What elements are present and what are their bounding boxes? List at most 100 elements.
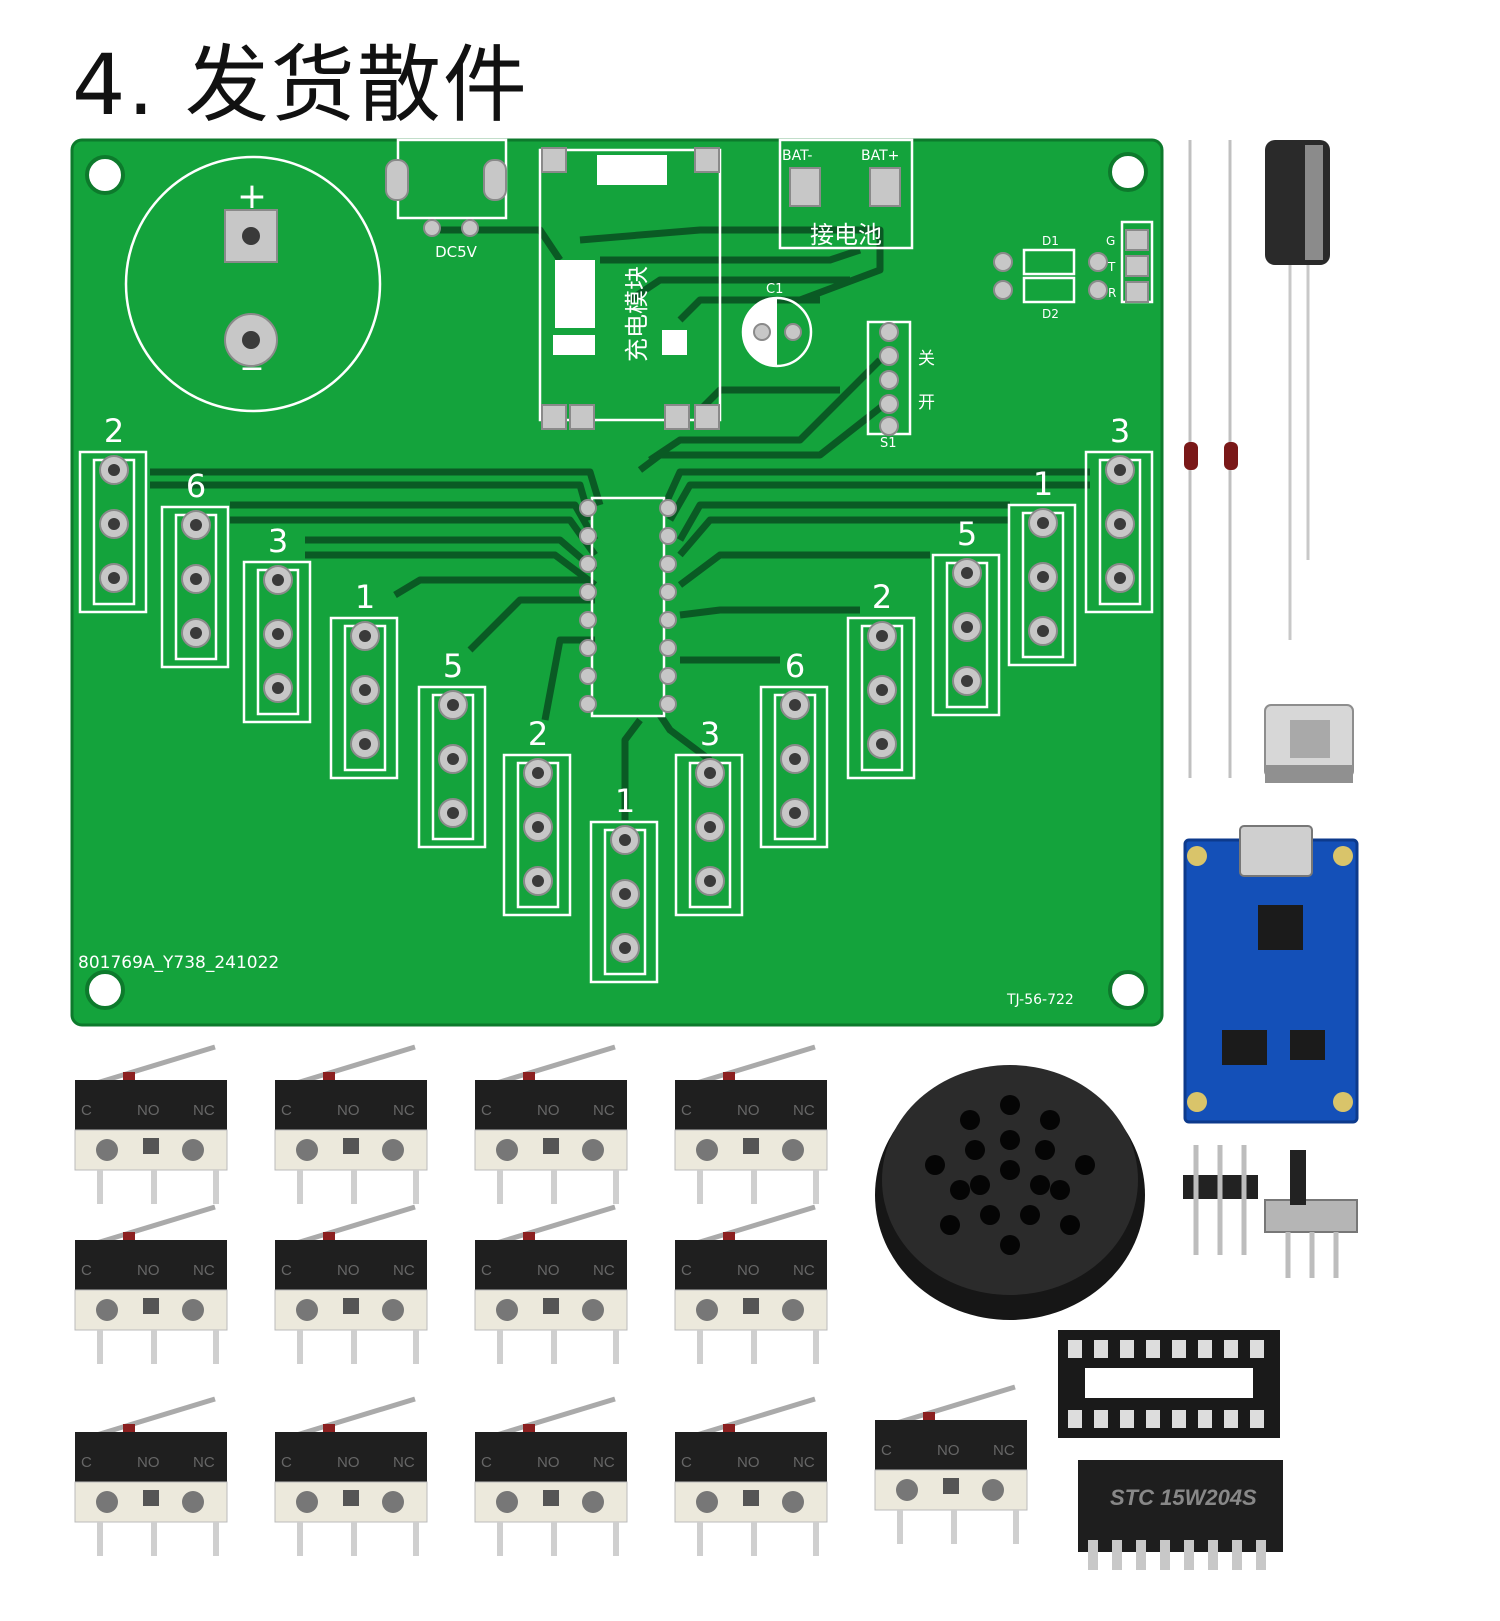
bat-minus-label: BAT- [782, 148, 812, 164]
switch-terminal-label: NO [537, 1454, 560, 1471]
speaker-hole [940, 1215, 960, 1235]
on-label: 开 [918, 393, 935, 413]
key-number-label: 2 [104, 412, 124, 450]
mounting-holes [85, 152, 1148, 1010]
switch-terminal-label: NC [793, 1102, 815, 1119]
r-label: R [1108, 286, 1116, 300]
c1-footprint: C1 [741, 282, 813, 368]
ic-pad [659, 583, 677, 601]
speaker-hole [1040, 1110, 1060, 1130]
micro-switch: C NO NC [74, 1044, 228, 1204]
switch-terminal-label: C [81, 1262, 92, 1279]
key-number-label: 5 [443, 647, 463, 685]
switch-terminal-label: NO [337, 1262, 360, 1279]
switch-terminal-label: NC [593, 1262, 615, 1279]
ic-pad [659, 555, 677, 573]
switch-terminal-label: NO [737, 1102, 760, 1119]
ic-pad [579, 667, 597, 685]
switch-terminal-label: NC [393, 1102, 415, 1119]
speaker-hole [1000, 1235, 1020, 1255]
switch-terminal-label: NO [737, 1262, 760, 1279]
switch-terminal-label: NO [137, 1262, 160, 1279]
speaker-hole [970, 1175, 990, 1195]
speaker-hole [1030, 1175, 1050, 1195]
charging-module-footprint: 充电模块 [538, 147, 722, 430]
speaker [875, 1065, 1145, 1320]
switch-terminal-label: C [481, 1454, 492, 1471]
switch-terminal-label: C [481, 1102, 492, 1119]
ic-footprint [579, 496, 677, 718]
stc-chip: STC 15W204S [1078, 1460, 1283, 1570]
speaker-hole [1060, 1215, 1080, 1235]
t-label: T [1107, 260, 1116, 274]
charging-module-board [1183, 825, 1359, 1124]
key-number-label: 5 [957, 515, 977, 553]
switch-terminal-label: NC [193, 1262, 215, 1279]
switch-terminal-label: NO [537, 1102, 560, 1119]
switch-terminal-label: NC [593, 1102, 615, 1119]
key-number-label: 1 [615, 782, 635, 820]
page-title: 4. 发货散件 [72, 36, 529, 134]
battery-minus-label: − [239, 351, 264, 386]
ic-pad [579, 499, 597, 517]
usb-c-connector [1264, 704, 1354, 783]
board-code-right: TJ-56-722 [1006, 992, 1074, 1008]
key-number-label: 6 [785, 647, 805, 685]
switch-terminal-label: C [481, 1262, 492, 1279]
key-number-label: 1 [1033, 465, 1053, 503]
speaker-hole [1000, 1095, 1020, 1115]
key-footprint: 5 [417, 647, 487, 849]
g-label: G [1106, 234, 1115, 248]
module-label: 充电模块 [623, 266, 651, 362]
switch-terminal-label: NO [137, 1102, 160, 1119]
key-footprint: 1 [1007, 465, 1077, 667]
switch-terminal-label: C [81, 1102, 92, 1119]
switch-terminal-label: NO [337, 1454, 360, 1471]
electrolytic-capacitor [1265, 140, 1330, 640]
switch-terminal-label: NO [737, 1454, 760, 1471]
switch-terminal-label: NO [337, 1102, 360, 1119]
battery-holder-footprint: + − [124, 155, 382, 413]
ic-pad [579, 583, 597, 601]
key-number-label: 3 [700, 715, 720, 753]
ic-pad [579, 639, 597, 657]
ic-pad [579, 611, 597, 629]
ic-pad [659, 695, 677, 713]
micro-switch: C NO NC [474, 1396, 628, 1556]
bat-plus-label: BAT+ [861, 148, 899, 164]
c1-label: C1 [766, 282, 783, 297]
ic-pad [579, 695, 597, 713]
key-number-label: 6 [186, 467, 206, 505]
switch-terminal-label: C [281, 1454, 292, 1471]
speaker-hole [1000, 1130, 1020, 1150]
key-footprint: 3 [1084, 412, 1154, 614]
key-footprint: 3 [242, 522, 312, 724]
switch-terminal-label: NC [393, 1454, 415, 1471]
speaker-hole [950, 1180, 970, 1200]
key-number-label: 2 [872, 578, 892, 616]
switch-terminal-label: NC [193, 1454, 215, 1471]
switch-terminal-label: NO [537, 1262, 560, 1279]
ic-pad [659, 639, 677, 657]
pcb-board: + − DC5V 充电模块 [70, 138, 1164, 1027]
key-number-label: 2 [528, 715, 548, 753]
key-footprint: 1 [329, 578, 399, 780]
speaker-hole [960, 1110, 980, 1130]
micro-switch: C NO NC [474, 1044, 628, 1204]
ic-pad [579, 527, 597, 545]
key-footprint: 6 [759, 647, 829, 849]
off-label: 关 [918, 349, 935, 369]
switch-terminal-label: NC [593, 1454, 615, 1471]
key-footprint: 2 [78, 412, 148, 614]
battery-label: 接电池 [810, 221, 882, 249]
switch-terminal-label: NC [193, 1102, 215, 1119]
chip-marking: STC 15W204S [1110, 1485, 1257, 1510]
key-footprint: 2 [502, 715, 572, 917]
